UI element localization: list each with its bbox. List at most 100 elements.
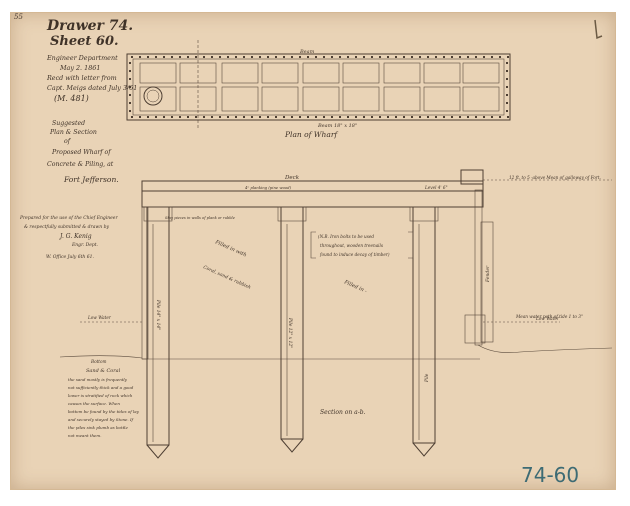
plan-rivet [163, 56, 165, 58]
plan-rivet [211, 56, 213, 58]
plan-rivet [387, 56, 389, 58]
plan-rivet [506, 110, 508, 112]
pile-tip [412, 442, 436, 457]
plan-bottom-label: Beam 18" x 18" [317, 123, 357, 129]
bolt-note: (N.B. Iron bolts to be used throughout, … [318, 234, 390, 257]
plan-rivet [363, 116, 365, 118]
plan-rivet [211, 116, 213, 118]
plan-bay-bottom [342, 86, 380, 112]
plan-rivet [506, 70, 508, 72]
fender-block [464, 314, 486, 344]
proposal-text: Suggested Plan & Section of Proposed Wha… [47, 120, 119, 184]
plan-rivet [187, 56, 189, 58]
right-bottom-note: Mean water path of tide 1 to 3" [515, 314, 583, 319]
header-line: May 2. 1861 [59, 64, 100, 72]
plan-rivet [267, 116, 269, 118]
plan-rivet [371, 116, 373, 118]
plan-rivet [315, 116, 317, 118]
plan-rivet [387, 116, 389, 118]
sheet-number: Sheet 60. [50, 34, 119, 49]
mooring-stamp-inner [146, 89, 160, 103]
plan-bay-top [221, 62, 259, 84]
plan-rivet [411, 56, 413, 58]
plan-rivet [307, 56, 309, 58]
note-line: Engr. Dept. [71, 242, 99, 248]
corner-mark: 55 [14, 13, 23, 21]
pile-mid-label: Pile 12" x 12" [287, 317, 292, 348]
plan-rivet [129, 94, 131, 96]
plan-bay-top [423, 62, 461, 84]
mooring-stamp [143, 86, 163, 106]
plan-bay-top [302, 62, 340, 84]
plan-rivet [129, 78, 131, 80]
plan-bay-top [342, 62, 380, 84]
low-water-right: Low Water [535, 316, 560, 321]
pile [412, 206, 436, 444]
plan-rivet [427, 56, 429, 58]
pile-cap [277, 206, 307, 222]
plan-rivet [371, 56, 373, 58]
plan-rivet [507, 56, 509, 58]
plan-top-label: Beam [299, 49, 315, 55]
plan-rivet [219, 116, 221, 118]
plan-rivet [347, 116, 349, 118]
plan-rivet [171, 116, 173, 118]
plan-rivet [395, 56, 397, 58]
header-line: Capt. Meigs dated July 3/61 [47, 84, 137, 92]
plan-rivet [243, 56, 245, 58]
plan-rivet [267, 56, 269, 58]
plan-rivet [339, 116, 341, 118]
bottom-note-line: and securely stayed by Stone. If [68, 417, 135, 422]
plan-rivet [275, 56, 277, 58]
plan-rivet [129, 70, 131, 72]
header-line: Engineer Department [46, 54, 118, 62]
plan-rivet [139, 116, 141, 118]
plan-rivet [506, 62, 508, 64]
bolt-bracket-left [310, 231, 316, 259]
plan-rivet [403, 56, 405, 58]
proposal-line: Fort Jefferson. [63, 175, 119, 184]
plan-rivet [187, 116, 189, 118]
plan-rivet [459, 116, 461, 118]
fender-post [480, 221, 494, 343]
proposal-line: Plan & Section [49, 129, 97, 136]
plan-rivet [299, 56, 301, 58]
plan-rivet [323, 116, 325, 118]
plan-rivet [491, 56, 493, 58]
plan-bay-top [139, 62, 177, 84]
bolt-line: found to induce decay of timber) [319, 252, 390, 257]
plan-rivet [283, 116, 285, 118]
bottom-note-line: the sand mostly is frequently [68, 377, 128, 382]
filled-2: Coral, sand & rubbish [202, 264, 251, 290]
plan-rivet [179, 56, 181, 58]
plan-rivet [435, 116, 437, 118]
bolt-line: throughout, wooden treenails [320, 243, 383, 248]
plan-rivet [129, 62, 131, 64]
plan-rivet [259, 116, 261, 118]
plan-rivet [179, 116, 181, 118]
plan-rivet [235, 116, 237, 118]
plan-rivet [506, 78, 508, 80]
plan-rivet [395, 116, 397, 118]
plan-rivet [419, 116, 421, 118]
plan-rivet [147, 56, 149, 58]
bottom-note-line: the piles sink plumb as bottle [68, 425, 128, 430]
plan-rivet [467, 116, 469, 118]
bottom-note-line: not meant them. [68, 433, 101, 438]
plan-rivet [163, 116, 165, 118]
plan-rivet [243, 116, 245, 118]
wharf-section: Deck 4" planking (pine wood) Level 4' 6"… [59, 169, 613, 459]
plan-outer [126, 53, 511, 121]
drawer-number: Drawer 74. [46, 18, 133, 34]
right-top-note: 12 ft. to 5 -above Mean of galloway of F… [509, 175, 601, 180]
plan-rivet [195, 56, 197, 58]
plan-rivet [506, 86, 508, 88]
header-line: (M. 481) [54, 94, 89, 103]
pile-tip [280, 438, 304, 453]
plan-rivet [331, 116, 333, 118]
plan-rivet [403, 116, 405, 118]
proposal-line: of [64, 138, 72, 145]
plan-rivet [435, 56, 437, 58]
proposal-line: Proposed Wharf of [51, 149, 112, 156]
plan-rivet [443, 116, 445, 118]
